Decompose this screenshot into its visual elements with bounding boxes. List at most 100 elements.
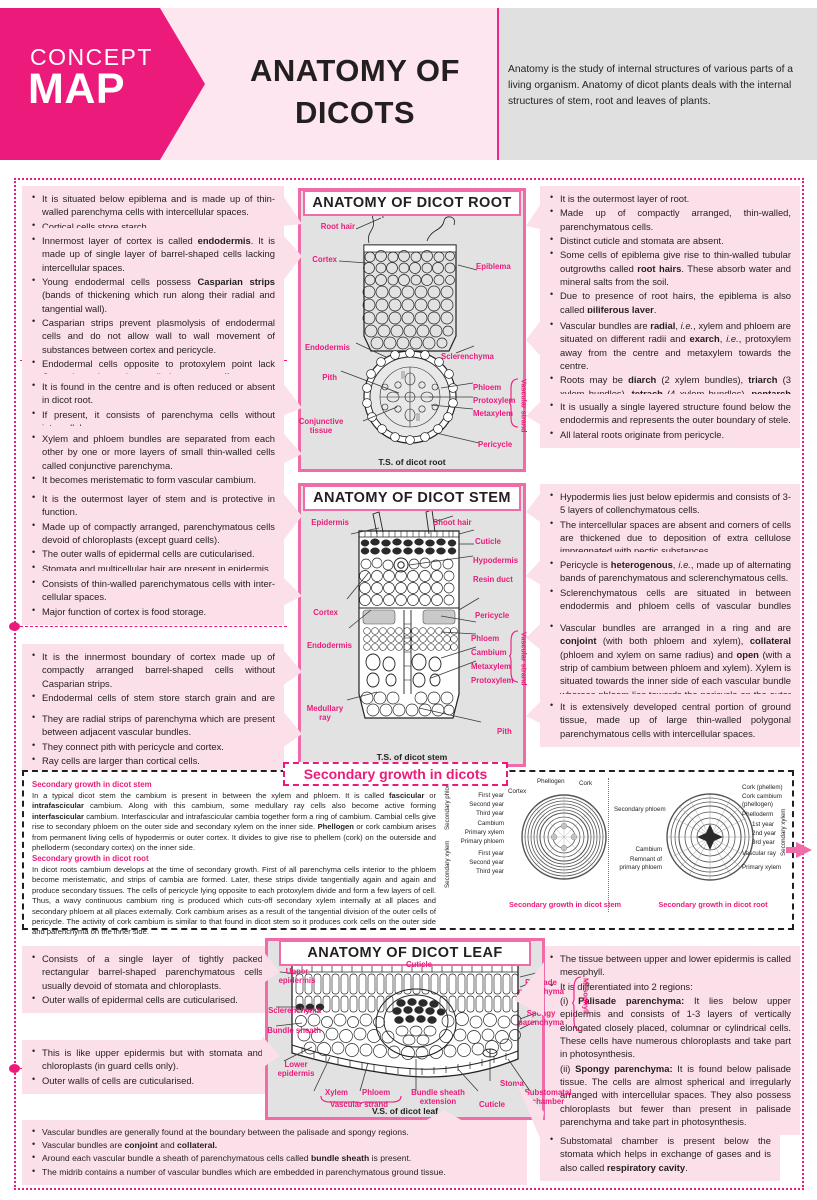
leaf-label-cuticle-top: Cuticle <box>406 960 432 969</box>
list-item: Pericycle is heterogenous, i.e., made up… <box>549 557 791 585</box>
list-item: It is the outermost layer of root. <box>549 191 791 205</box>
card-medullary-ray-stem: They are radial strips of parenchyma whi… <box>22 706 284 775</box>
list-item: It is extensively developed central port… <box>549 699 791 740</box>
sg-root-label-cambium: Cambium <box>635 846 662 853</box>
stem-diagram <box>346 509 482 723</box>
leaf-diagram-panel <box>265 938 545 1120</box>
stem-label-epidermis: Epidermis <box>311 518 349 527</box>
sg-stem-label-primary-phloem: Primary phloem <box>460 838 504 845</box>
list-item: Stomata and multicellular hair are prese… <box>31 561 275 575</box>
list-item: The outer walls of epidermal cells are c… <box>31 546 275 560</box>
sg-root-label-vascular-ray: Vascular ray <box>742 850 776 857</box>
sg-root-caption: Secondary growth in dicot root <box>658 900 768 909</box>
sg-stem-label-first-year: First year <box>478 792 504 799</box>
rail-dot-left-1 <box>9 622 20 631</box>
leaf-label-bundle-sheath-extension: Bundle sheath extension <box>411 1088 465 1107</box>
leaf-diagram <box>272 951 537 1092</box>
sg-root-label-secondary-phloem: Secondary phloem <box>614 806 666 813</box>
list-item: Consists of a single layer of tightly pa… <box>31 951 263 992</box>
sg-root-label-phelloderm: Phelloderm <box>742 811 774 818</box>
list-item: Outer walls of cells are cuticularised. <box>31 1073 263 1087</box>
concept-map-banner <box>0 8 205 160</box>
list-item: Vascular bundles are generally found at … <box>31 1125 518 1138</box>
list-item: It is differentiated into 2 regions: <box>549 979 791 993</box>
list-item: (i) Palisade parenchyma: It lies below u… <box>560 995 791 1060</box>
leaf-mesophyll-brace <box>571 976 582 1032</box>
card-upper-epidermis-leaf: Consists of a single layer of tightly pa… <box>22 946 272 1014</box>
leaf-label-cuticle-bottom: Cuticle <box>479 1100 505 1109</box>
leaf-label-xylem: Xylem <box>325 1088 348 1097</box>
sg-root-label-primary-xylem: Primary xylem <box>742 864 782 871</box>
list-item: This is like upper epidermis but with st… <box>31 1045 263 1073</box>
sg-stem-label-primary-xylem: Primary xylem <box>464 829 504 836</box>
root-label-endodermis: Endodermis <box>304 343 350 352</box>
stem-label-pericycle: Pericycle <box>475 611 510 620</box>
header-grey-panel <box>497 8 817 160</box>
secondary-growth-root-heading: Secondary growth in dicot root <box>32 853 149 863</box>
card-epiblema-root: It is the outermost layer of root. Made … <box>540 186 800 324</box>
leaf-label-mesophyll: Mesophyll <box>581 978 591 1015</box>
list-item: Hypodermis lies just below epidermis and… <box>549 489 791 517</box>
leaf-label-substomatal-chamber: Substomatal chamber <box>524 1088 572 1107</box>
card-substomatal-chamber-leaf: Substomatal chamber is present below the… <box>540 1128 780 1182</box>
stem-label-vascular-strand: Vascular strand <box>519 632 529 686</box>
sg-stem-label-phellogen: Phellogen <box>537 778 565 785</box>
list-item: All lateral roots originate from pericyc… <box>549 427 791 441</box>
sg-stem-label-first-year-2: First year <box>478 850 504 857</box>
rail-divider-2 <box>20 626 287 627</box>
root-label-protoxylem: Protoxylem <box>473 396 516 405</box>
sg-root-label-first-year: 1st year <box>752 821 775 828</box>
list-item: Innermost layer of cortex is called endo… <box>31 233 275 274</box>
root-panel-caption: T.S. of dicot root <box>378 457 446 467</box>
stem-label-resin-duct: Resin duct <box>473 575 513 584</box>
list-item: Cortical cells store starch. <box>31 219 275 233</box>
root-label-cortex: Cortex <box>312 255 337 264</box>
list-item: Vascular bundles are conjoint and collat… <box>31 1138 518 1151</box>
stem-label-cuticle: Cuticle <box>475 537 501 546</box>
stem-label-phloem: Phloem <box>471 634 500 643</box>
list-item: Young endodermal cells possess Casparian… <box>31 274 275 315</box>
root-label-metaxylem: Metaxylem <box>473 409 513 418</box>
secondary-growth-stem-diagram <box>521 794 607 880</box>
leaf-label-lower-epidermis: Lower epidermis <box>277 1060 315 1079</box>
root-label-phloem: Phloem <box>473 383 502 392</box>
list-item: Consists of thin-walled parenchymatous c… <box>31 576 275 604</box>
list-item: (ii) Spongy parenchyma: It is found belo… <box>560 1062 791 1128</box>
root-label-epiblema: Epiblema <box>476 262 511 271</box>
secondary-growth-box: Secondary growth in dicot stem In a typi… <box>22 770 794 936</box>
stem-panel-title: ANATOMY OF DICOT STEM <box>303 485 521 511</box>
list-item: The tissue between upper and lower epide… <box>549 951 791 979</box>
sg-stem-label-third-year-2: Third year <box>476 868 504 875</box>
stem-vascular-brace <box>508 630 519 683</box>
leaf-label-phloem: Phloem <box>362 1088 391 1097</box>
stem-panel-caption: T.S. of dicot stem <box>376 752 448 762</box>
stem-label-medullary-ray: Medullary ray <box>306 704 344 723</box>
root-label-pith: Pith <box>322 373 337 382</box>
list-item: Made up of compactly arranged, parenchym… <box>31 519 275 547</box>
stem-diagram-panel <box>298 483 526 767</box>
sg-root-label-cork-phellem: Cork (phellem) <box>742 784 783 791</box>
list-item: Due to presence of root hairs, the epibl… <box>549 288 791 316</box>
card-conjunctive-tissue-root: Xylem and phloem bundles are separated f… <box>22 426 284 494</box>
secondary-growth-root-diagram <box>666 793 754 881</box>
stem-label-endodermis: Endodermis <box>306 641 352 650</box>
card-lower-epidermis-leaf: This is like upper epidermis but with st… <box>22 1040 272 1095</box>
root-label-pericycle: Pericycle <box>478 440 513 449</box>
root-label-root-hair: Root hair <box>320 222 355 231</box>
list-item: It is the innermost boundary of cortex m… <box>31 649 275 690</box>
secondary-growth-diagrams: Secondary growth in dicot stem Secondary… <box>442 776 790 926</box>
list-item: Casparian strips prevent plasmolysis of … <box>31 315 275 356</box>
list-item: Substomatal chamber is present below the… <box>549 1133 771 1174</box>
list-item: The midrib contains a number of vascular… <box>31 1165 518 1178</box>
stem-label-pith: Pith <box>497 727 512 736</box>
secondary-growth-stem-heading: Secondary growth in dicot stem <box>32 780 152 789</box>
page-title: ANATOMY OF DICOTS <box>215 50 495 134</box>
root-vascular-brace <box>508 378 519 428</box>
stem-label-metaxylem: Metaxylem <box>471 662 511 671</box>
card-pith-stem: It is extensively developed central port… <box>540 694 800 748</box>
leaf-panel-title: ANATOMY OF DICOT LEAF <box>279 940 531 966</box>
secondary-growth-root-text: In dicot roots cambium develops at the t… <box>32 864 436 937</box>
concept-map-frame <box>14 178 804 1190</box>
sg-stem-label-second-year: Second year <box>469 801 504 808</box>
root-diagram-panel <box>298 188 526 472</box>
